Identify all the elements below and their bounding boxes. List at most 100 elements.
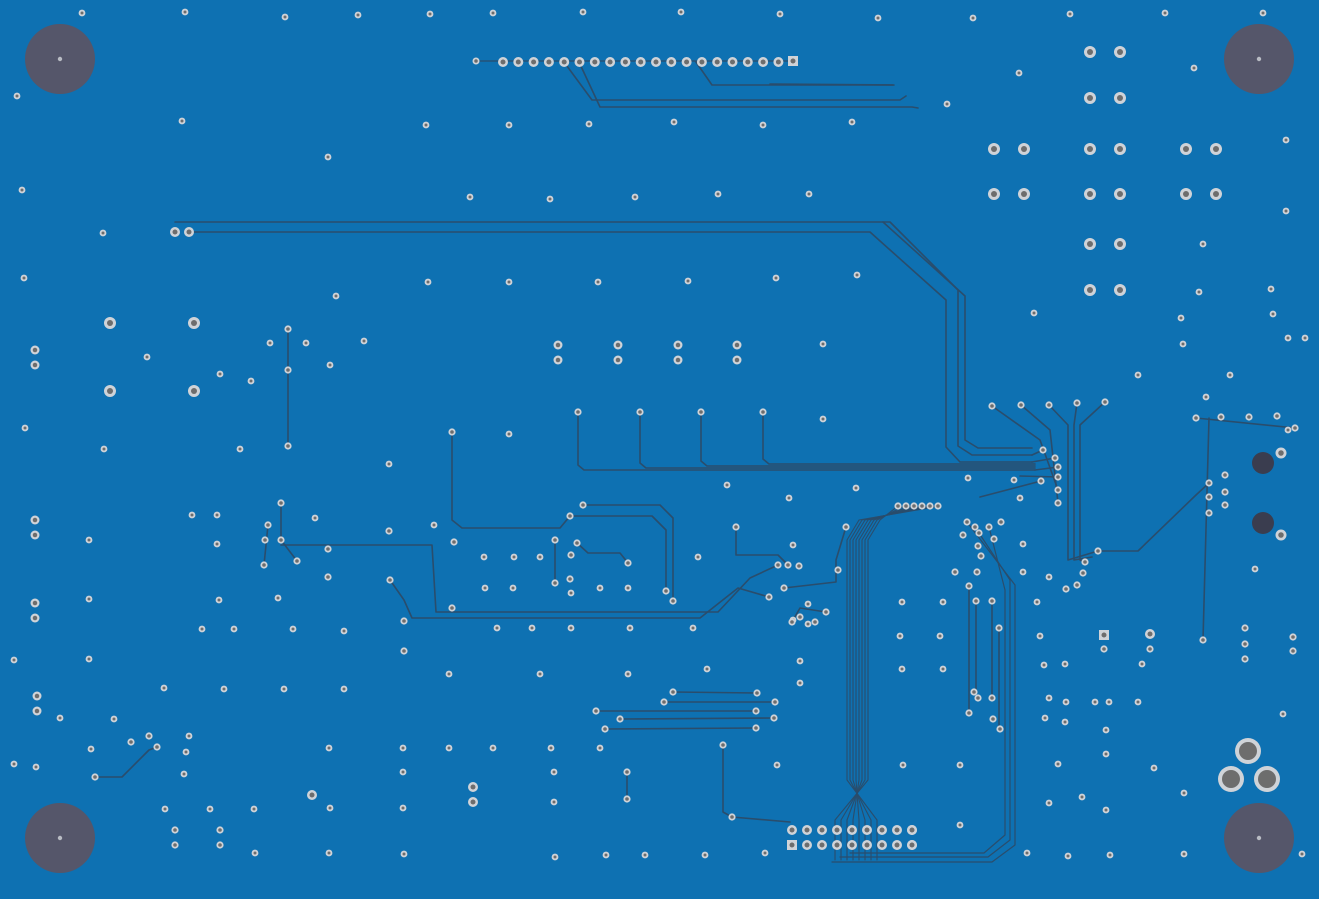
pad-hole bbox=[295, 559, 299, 563]
pad-hole bbox=[1117, 146, 1123, 152]
pad-hole bbox=[1021, 191, 1027, 197]
via-hole bbox=[1043, 716, 1047, 720]
pad-hole bbox=[1223, 473, 1227, 477]
via-hole bbox=[326, 155, 330, 159]
pad-hole bbox=[912, 504, 916, 508]
via-hole bbox=[1284, 209, 1288, 213]
via-hole bbox=[798, 659, 802, 663]
via-hole bbox=[538, 555, 542, 559]
pad-hole bbox=[967, 711, 971, 715]
via-hole bbox=[34, 765, 38, 769]
pad-hole bbox=[326, 575, 330, 579]
mounting-hole-center bbox=[57, 835, 63, 841]
pad-hole bbox=[286, 368, 290, 372]
via-hole bbox=[761, 123, 765, 127]
via-hole bbox=[1063, 720, 1067, 724]
via-hole bbox=[806, 622, 810, 626]
pad-hole bbox=[755, 691, 759, 695]
pad-hole bbox=[894, 827, 900, 833]
via-hole bbox=[598, 586, 602, 590]
pad-hole bbox=[864, 827, 870, 833]
pad-hole bbox=[653, 59, 659, 65]
pad-hole bbox=[615, 357, 621, 363]
via-hole bbox=[304, 341, 308, 345]
pad-hole bbox=[622, 59, 628, 65]
trace bbox=[576, 542, 629, 564]
via-hole bbox=[821, 342, 825, 346]
pad-hole bbox=[173, 843, 177, 847]
pad-hole bbox=[894, 842, 900, 848]
pad-hole bbox=[953, 570, 957, 574]
via-hole bbox=[22, 276, 26, 280]
via-hole bbox=[1201, 242, 1205, 246]
pad-hole bbox=[1194, 416, 1198, 420]
pad-hole bbox=[1117, 287, 1123, 293]
pad-hole bbox=[1243, 626, 1247, 630]
via-hole bbox=[187, 734, 191, 738]
pad-hole bbox=[961, 533, 965, 537]
pad-hole bbox=[1213, 191, 1219, 197]
pad-hole bbox=[754, 709, 758, 713]
via-hole bbox=[183, 10, 187, 14]
pad-hole bbox=[32, 362, 38, 368]
via-hole bbox=[401, 746, 405, 750]
pad-hole bbox=[904, 504, 908, 508]
pad-hole bbox=[1056, 488, 1060, 492]
via-hole bbox=[807, 192, 811, 196]
via-hole bbox=[1021, 570, 1025, 574]
via-hole bbox=[342, 687, 346, 691]
via-hole bbox=[313, 516, 317, 520]
via-hole bbox=[426, 280, 430, 284]
via-hole bbox=[1080, 795, 1084, 799]
via-hole bbox=[569, 591, 573, 595]
via-hole bbox=[958, 763, 962, 767]
via-hole bbox=[491, 11, 495, 15]
via-hole bbox=[200, 627, 204, 631]
via-hole bbox=[806, 602, 810, 606]
pad-hole bbox=[714, 59, 720, 65]
pad-hole bbox=[909, 827, 915, 833]
pad-hole bbox=[625, 797, 629, 801]
via-hole bbox=[327, 746, 331, 750]
pad-hole bbox=[615, 342, 621, 348]
pad-hole bbox=[1278, 450, 1284, 456]
via-hole bbox=[447, 672, 451, 676]
pad-hole bbox=[849, 842, 855, 848]
dark-pads bbox=[1252, 452, 1274, 534]
pad-hole bbox=[592, 59, 598, 65]
pad-hole bbox=[1081, 571, 1085, 575]
via-hole bbox=[900, 667, 904, 671]
pad-hole bbox=[920, 504, 924, 508]
via-hole bbox=[12, 658, 16, 662]
pad-hole bbox=[286, 327, 290, 331]
trace bbox=[563, 61, 907, 101]
pad-hole bbox=[1207, 481, 1211, 485]
via-hole bbox=[15, 94, 19, 98]
pad-hole bbox=[553, 538, 557, 542]
via-hole bbox=[20, 188, 24, 192]
pad-hole bbox=[191, 388, 197, 394]
via-hole bbox=[1063, 662, 1067, 666]
pad-hole bbox=[32, 615, 38, 621]
pad-hole bbox=[992, 537, 996, 541]
via-hole bbox=[387, 462, 391, 466]
pad-hole bbox=[1247, 415, 1251, 419]
pad-hole bbox=[402, 649, 406, 653]
pad-hole bbox=[561, 59, 567, 65]
pad-hole bbox=[864, 842, 870, 848]
via-hole bbox=[552, 770, 556, 774]
via-hole bbox=[821, 417, 825, 421]
pad-hole bbox=[1223, 490, 1227, 494]
via-hole bbox=[218, 372, 222, 376]
via-hole bbox=[1012, 478, 1016, 482]
dark-pad bbox=[1252, 452, 1274, 474]
via-hole bbox=[276, 596, 280, 600]
via-hole bbox=[58, 716, 62, 720]
pad-hole bbox=[782, 586, 786, 590]
via-hole bbox=[101, 231, 105, 235]
via-hole bbox=[253, 851, 257, 855]
pad-hole bbox=[790, 620, 794, 624]
via-hole bbox=[162, 686, 166, 690]
dark-pad bbox=[1252, 512, 1274, 534]
trace bbox=[582, 504, 674, 602]
